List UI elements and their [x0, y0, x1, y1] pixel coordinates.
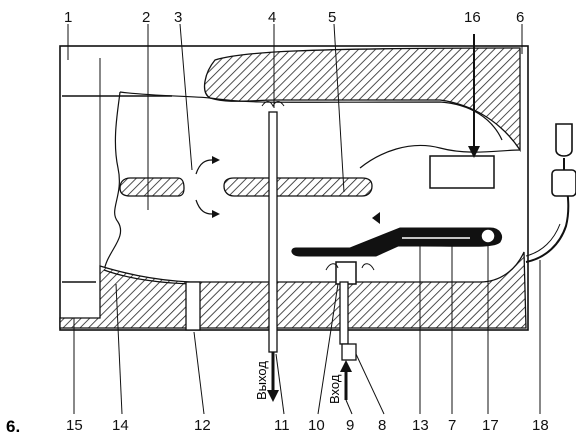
- callout-7: 7: [448, 417, 456, 434]
- flow-arrow-lower: [195, 199, 213, 215]
- callout-9: 9: [346, 417, 354, 434]
- callout-2: 2: [142, 9, 150, 26]
- callout-1: 1: [64, 9, 72, 26]
- callout-13: 13: [412, 417, 429, 434]
- safety-valve: [341, 343, 357, 361]
- callout-15: 15: [66, 417, 83, 434]
- flow-arrow-upper: [195, 159, 213, 175]
- flow-arrowhead-upper: [212, 156, 220, 164]
- outlet-label: Выход: [254, 361, 269, 400]
- power-cord-inner: [525, 223, 561, 257]
- flange-left: [119, 177, 185, 197]
- callout-14: 14: [112, 417, 129, 434]
- callout-18: 18: [532, 417, 549, 434]
- outlet-pipe: [268, 111, 278, 353]
- flow-arrowhead-lower: [212, 210, 220, 218]
- callout-12: 12: [194, 417, 211, 434]
- callout-3: 3: [174, 9, 182, 26]
- callout-16: 16: [464, 9, 481, 26]
- insulation-bottom: [59, 251, 527, 329]
- outlet-flow-arrowhead: [267, 390, 279, 402]
- leader-lines: [67, 23, 541, 415]
- callout-11: 11: [274, 417, 290, 434]
- callout-17: 17: [482, 417, 499, 434]
- flow-arrowhead-right: [372, 212, 380, 224]
- inlet-pipe: [339, 281, 349, 345]
- drain-fitting: [185, 281, 201, 331]
- power-plug: [555, 123, 573, 157]
- cutaway-outline: [103, 91, 521, 273]
- inlet-label: Вход: [327, 374, 342, 404]
- figure-label: 6.: [6, 417, 20, 436]
- heating-element: [291, 227, 503, 257]
- inlet-flow-arrowhead: [340, 360, 352, 372]
- inlet-valve-body: [335, 261, 357, 285]
- callout-4: 4: [268, 9, 276, 26]
- inlet-diffuser: [325, 263, 375, 271]
- callout-6: 6: [516, 9, 524, 26]
- outlet-top-splash: [261, 101, 285, 108]
- flange-right: [223, 177, 373, 197]
- rcd-device: [551, 169, 576, 197]
- control-panel-arrowhead: [468, 146, 480, 158]
- control-panel-box: [429, 155, 495, 189]
- callout-8: 8: [378, 417, 386, 434]
- callout-5: 5: [328, 9, 336, 26]
- thermostat-17: [480, 228, 496, 244]
- callout-10: 10: [308, 417, 325, 434]
- tank-inner-wall-top: [209, 97, 503, 141]
